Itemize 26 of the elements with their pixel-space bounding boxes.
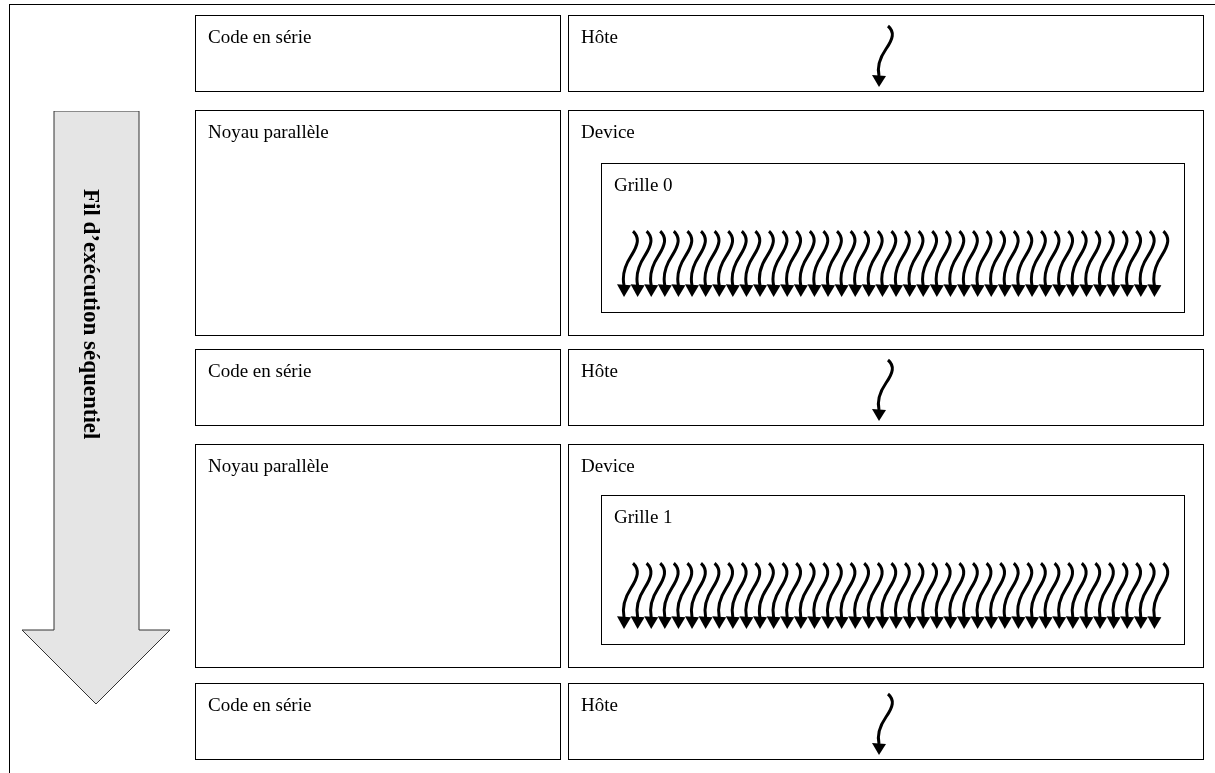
device-box — [568, 444, 1204, 668]
code-section-box — [195, 683, 561, 760]
box-title: Hôte — [581, 359, 618, 383]
box-title: Grille 1 — [614, 505, 673, 529]
code-section-box — [195, 444, 561, 668]
grid-box — [601, 495, 1185, 645]
host-box — [568, 349, 1204, 426]
code-section-box — [195, 349, 561, 426]
box-title: Grille 0 — [614, 173, 673, 197]
grid-box — [601, 163, 1185, 313]
device-box — [568, 110, 1204, 336]
box-title: Device — [581, 454, 635, 478]
box-title: Code en série — [208, 693, 312, 717]
host-box — [568, 683, 1204, 760]
arrow-label: Fil d’exécution séquentiel — [80, 189, 103, 440]
box-title: Hôte — [581, 693, 618, 717]
box-title: Code en série — [208, 25, 312, 49]
box-title: Device — [581, 120, 635, 144]
box-title: Noyau parallèle — [208, 120, 329, 144]
sequential-flow-arrow — [22, 111, 170, 705]
box-title: Code en série — [208, 359, 312, 383]
box-title: Noyau parallèle — [208, 454, 329, 478]
code-section-box — [195, 15, 561, 92]
box-title: Hôte — [581, 25, 618, 49]
code-section-box — [195, 110, 561, 336]
host-box — [568, 15, 1204, 92]
